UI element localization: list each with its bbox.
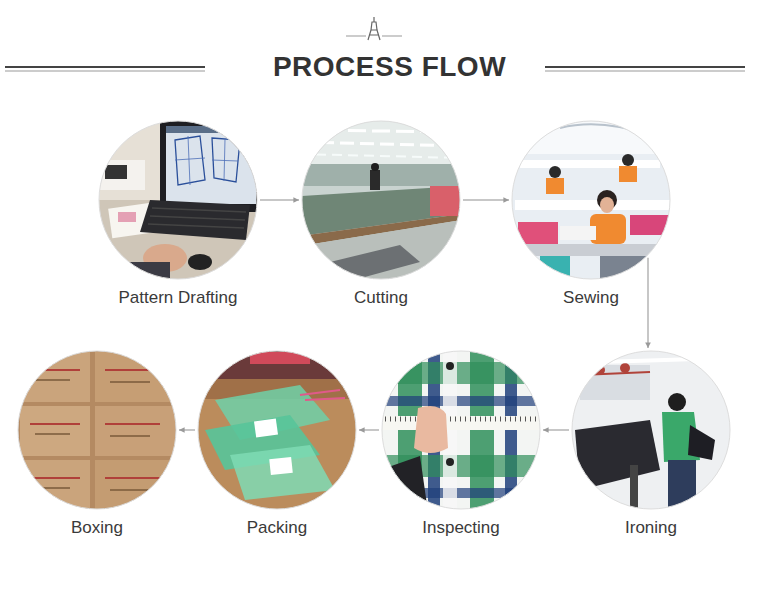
step-label: Sewing (512, 288, 670, 308)
sewing-photo (510, 119, 672, 281)
process-step: Inspecting (382, 351, 540, 538)
flow-arrow (260, 199, 299, 201)
step-label: Inspecting (382, 518, 540, 538)
process-step: Boxing (18, 351, 176, 538)
step-label: Packing (198, 518, 356, 538)
flow-arrow (179, 429, 195, 431)
process-step: Cutting (302, 121, 460, 308)
diagram-title: PROCESS FLOW (267, 49, 512, 85)
step-label: Cutting (302, 288, 460, 308)
flow-arrow (359, 429, 379, 431)
process-step: Sewing (512, 121, 670, 308)
boxing-photo (15, 349, 179, 511)
photo-frames (18, 121, 730, 509)
flow-arrow (543, 429, 569, 431)
packing-photo (195, 349, 359, 511)
step-label: Ironing (572, 518, 730, 538)
ironing-photo (570, 349, 732, 511)
flow-arrow (463, 199, 509, 201)
inspecting-photo (380, 349, 542, 512)
step-label: Pattern Drafting (99, 288, 257, 308)
cutting-photo (300, 119, 462, 281)
title-band: PROCESS FLOW (0, 49, 779, 85)
step-label: Boxing (18, 518, 176, 538)
process-step: Ironing (572, 351, 730, 538)
process-step: Pattern Drafting (99, 121, 257, 308)
flow-arrow (647, 258, 649, 348)
pattern-drafting-photo (95, 117, 265, 292)
process-step: Packing (198, 351, 356, 538)
